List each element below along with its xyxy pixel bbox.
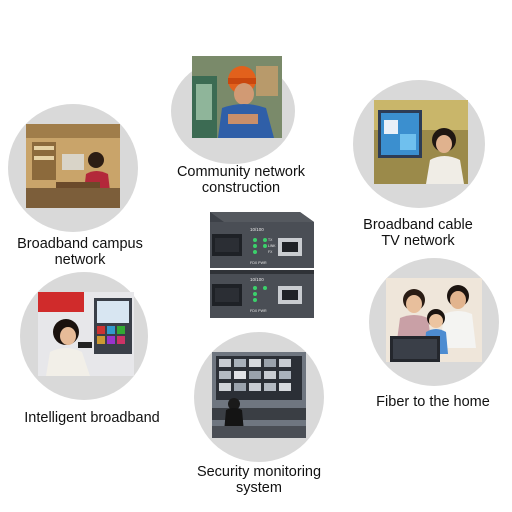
caption-campus: Broadband campus network [0, 236, 160, 268]
caption-line-1: Community network [176, 164, 306, 180]
caption-line-2: network [54, 252, 106, 268]
family-photo [386, 278, 482, 362]
led-icon [253, 238, 257, 242]
caption-intelligent: Intelligent broadband [4, 410, 180, 426]
tv-viewer-photo [374, 100, 468, 184]
led-icon [263, 286, 267, 290]
caption-line-1: Fiber to the home [376, 394, 490, 410]
led-icon [253, 244, 257, 248]
caption-line-1: Security monitoring [196, 464, 322, 480]
caption-fiber: Fiber to the home [358, 394, 508, 410]
caption-line-1: Broadband cable [363, 217, 473, 233]
caption-line-1: Intelligent broadband [24, 410, 160, 426]
led-icon [253, 292, 257, 296]
converter-unit-bottom: 10/100 FDX PWR [210, 270, 314, 318]
led-icon [263, 244, 267, 248]
intelligent-photo [38, 292, 134, 376]
caption-line-2: TV network [381, 233, 455, 249]
media-converter-product: 10/100 TX LINK FX FDX PWR 10/100 FDX PWR [210, 212, 314, 318]
converter-unit-top: 10/100 TX LINK FX FDX PWR [210, 212, 314, 268]
worker-photo [192, 56, 282, 138]
led-label: FX [268, 250, 273, 254]
port-label: 10/100 [250, 277, 264, 282]
control-room-photo [212, 352, 306, 438]
caption-line-2: construction [201, 180, 281, 196]
caption-security: Security monitoring system [179, 464, 339, 496]
status-label: FDX PWR [250, 261, 267, 265]
led-icon [253, 286, 257, 290]
led-icon [253, 250, 257, 254]
campus-photo [26, 124, 120, 208]
status-label: FDX PWR [250, 309, 267, 313]
led-label: TX [268, 238, 273, 242]
led-icon [253, 298, 257, 302]
caption-line-1: Broadband campus [17, 236, 143, 252]
led-icon [263, 238, 267, 242]
caption-cable: Broadband cable TV network [343, 217, 493, 249]
port-label: 10/100 [250, 227, 264, 232]
caption-community: Community network construction [166, 164, 316, 196]
caption-line-2: system [236, 480, 282, 496]
led-label: LINK [268, 244, 276, 248]
